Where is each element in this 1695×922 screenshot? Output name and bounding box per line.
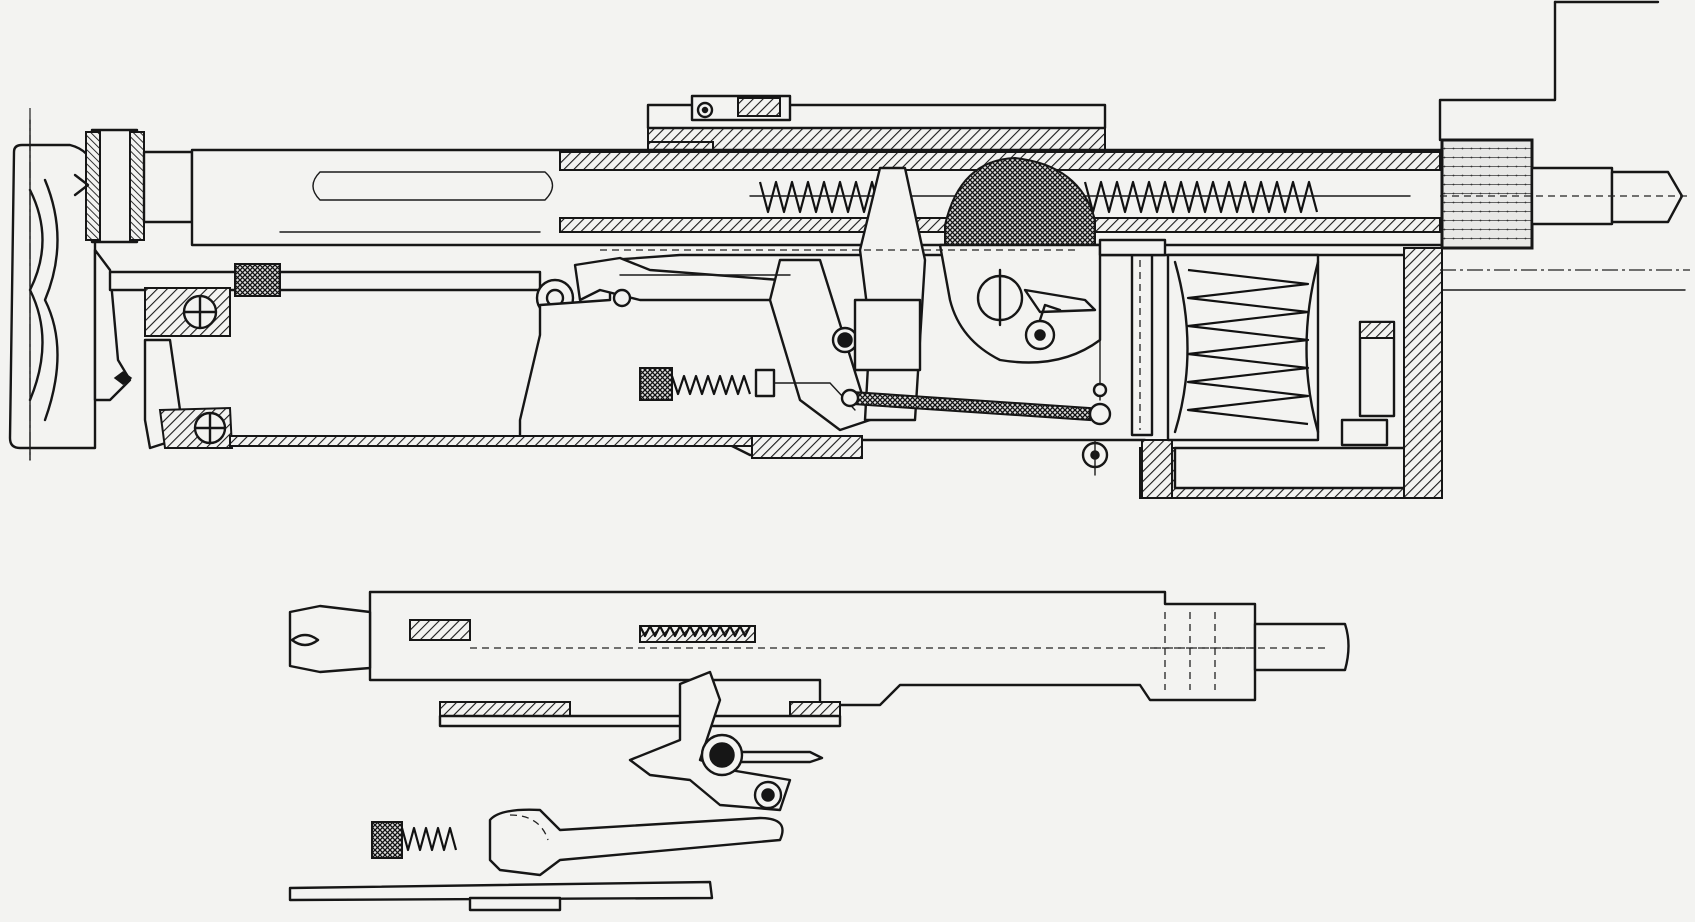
receiver-top bbox=[646, 94, 1107, 153]
receiver-tube bbox=[190, 148, 1444, 247]
muzzle-block bbox=[1440, 138, 1690, 250]
guide-rod bbox=[1092, 259, 1108, 401]
cam-wheel bbox=[938, 156, 1102, 364]
bolt-rack bbox=[639, 624, 756, 643]
bolt-body bbox=[288, 590, 1260, 707]
upper-assembly-section bbox=[8, 0, 1690, 499]
lower-lever bbox=[288, 808, 784, 912]
trigger-spring bbox=[639, 367, 856, 411]
centerline-marks bbox=[29, 108, 1690, 460]
main-spring bbox=[1130, 253, 1320, 442]
tension-link bbox=[840, 388, 1112, 476]
trigger-linkage bbox=[573, 166, 1167, 432]
bolt-tip bbox=[1150, 622, 1350, 672]
bolt-carrier bbox=[438, 701, 842, 728]
sear-arm bbox=[628, 670, 824, 812]
lower-bolt-detail bbox=[288, 590, 1350, 912]
pivot-rod bbox=[108, 263, 575, 337]
end-cap bbox=[73, 128, 246, 244]
frame-bracket bbox=[1438, 0, 1686, 291]
spring-housing bbox=[1139, 247, 1443, 499]
